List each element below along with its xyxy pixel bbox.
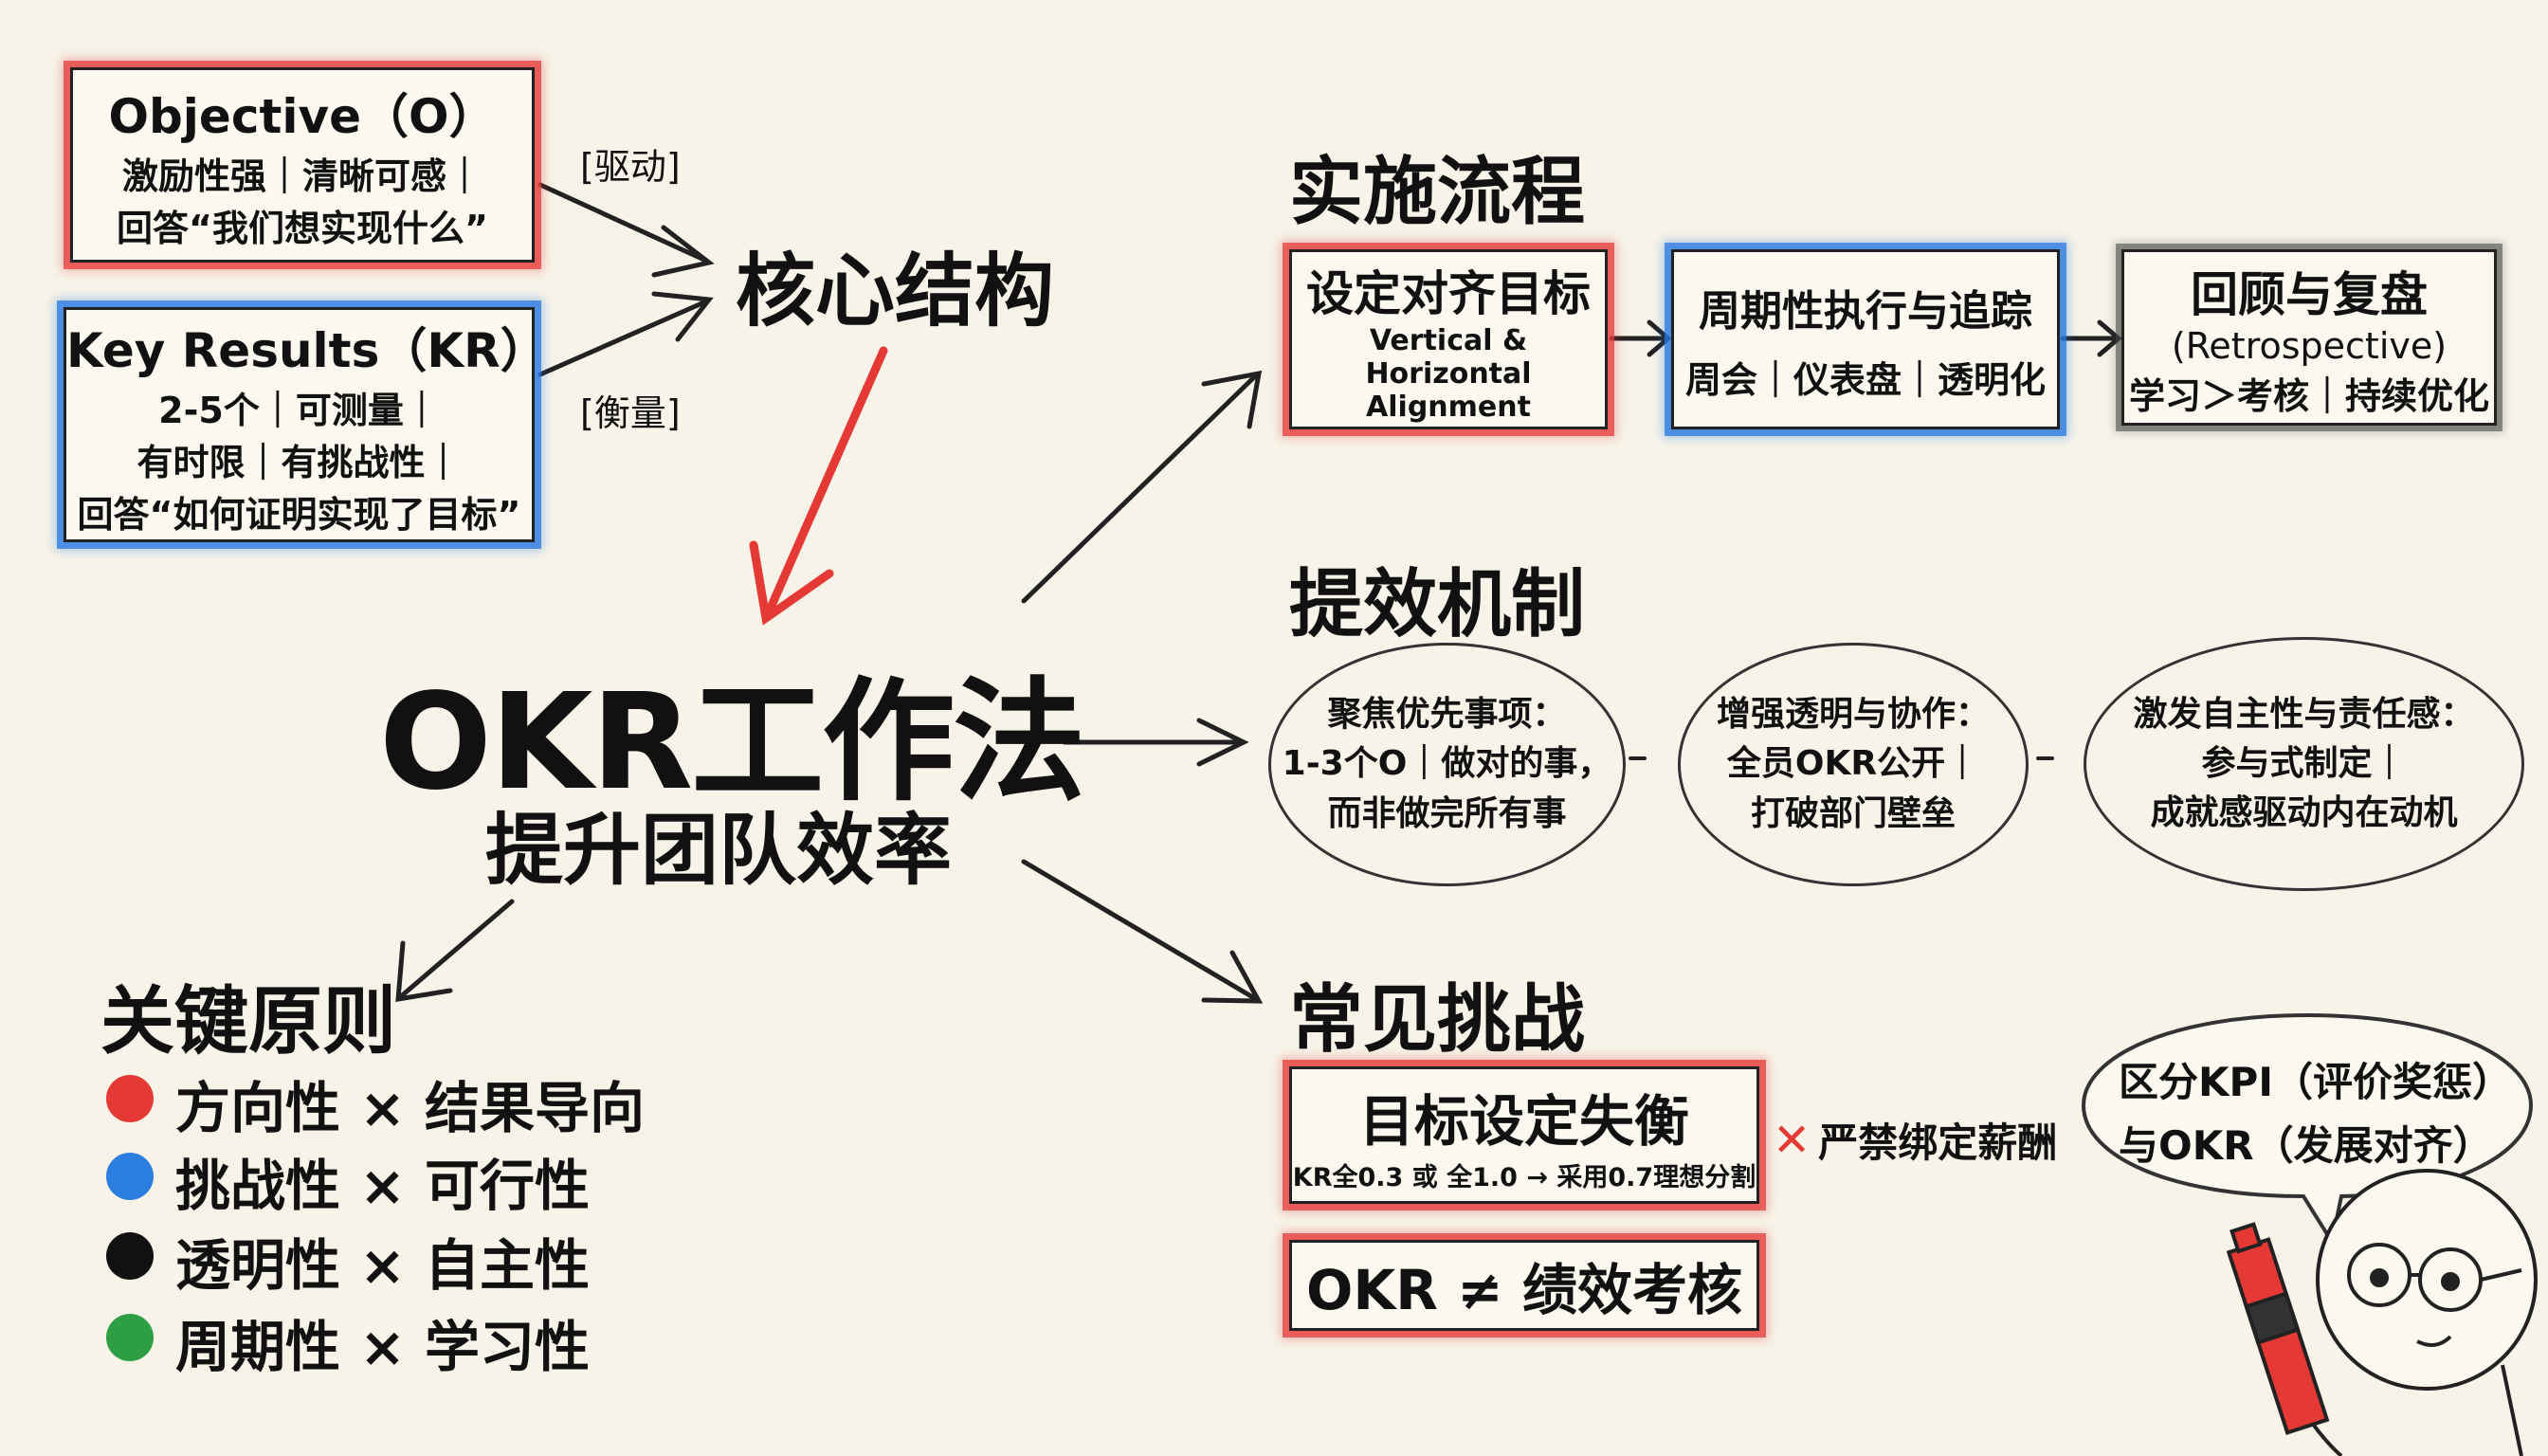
challenge-target-imbalance: 目标设定失衡 KR全0.3 或 全1.0 → 采用0.7理想分割 xyxy=(1289,1066,1759,1204)
challenge-sub: KR全0.3 或 全1.0 → 采用0.7理想分割 xyxy=(1292,1163,1756,1192)
mechanism-focus: 聚焦优先事项： 1-3个O｜做对的事， 而非做完所有事 xyxy=(1268,643,1626,886)
objective-line1: 激励性强｜清晰可感｜ xyxy=(121,155,482,197)
line: 打破部门壁垒 xyxy=(1750,793,1956,833)
step-sub: Vertical & Horizontal Alignment xyxy=(1365,323,1532,424)
objective-title: Objective（O） xyxy=(108,89,497,144)
line: 而非做完所有事 xyxy=(1327,793,1567,833)
bubble-line: 区分KPI（评价奖惩） xyxy=(2119,1059,2512,1105)
green-dot-icon xyxy=(106,1314,154,1361)
process-step-2: 周期性执行与追踪 周会｜仪表盘｜透明化 xyxy=(1671,249,2060,429)
main-title: OKR工作法 xyxy=(379,665,1085,820)
objective-box: Objective（O） 激励性强｜清晰可感｜ 回答“我们想实现什么” xyxy=(70,67,535,263)
salary-warning: ✕ 严禁绑定薪酬 xyxy=(1773,1111,2057,1169)
principle-item: 周期性 × 学习性 xyxy=(175,1315,590,1379)
kr-line2: 有时限｜有挑战性｜ xyxy=(136,441,462,483)
process-heading: 实施流程 xyxy=(1289,150,1586,235)
red-arrow xyxy=(749,346,888,626)
arrow-drive xyxy=(537,182,709,264)
character-illustration xyxy=(2226,1169,2538,1456)
step-sub: 周会｜仪表盘｜透明化 xyxy=(1684,358,2046,401)
step-title: 设定对齐目标 xyxy=(1306,265,1591,321)
process-step-3: 回顾与复盘 (Retrospective) 学习＞考核｜持续优化 xyxy=(2121,249,2497,426)
blue-dot-icon xyxy=(106,1153,154,1200)
line: 增强透明与协作： xyxy=(1716,695,1990,735)
line: 成就感驱动内在动机 xyxy=(2150,793,2458,833)
mechanism-heading: 提效机制 xyxy=(1289,562,1586,647)
arrow-process xyxy=(1021,373,1259,604)
step-title: 周期性执行与追踪 xyxy=(1699,286,2032,336)
red-dot-icon xyxy=(106,1075,154,1122)
mechanism-autonomy: 激发自主性与责任感： 参与式制定｜ 成就感驱动内在动机 xyxy=(2084,637,2524,891)
principle-item: 透明性 × 自主性 xyxy=(175,1233,590,1298)
step-sub: 学习＞考核｜持续优化 xyxy=(2128,374,2489,417)
line: 全员OKR公开｜ xyxy=(1726,744,1980,784)
kr-line1: 2-5个｜可测量｜ xyxy=(158,389,440,431)
key-results-box: Key Results（KR） 2-5个｜可测量｜ 有时限｜有挑战性｜ 回答“如… xyxy=(64,307,548,542)
step-sub1: (Retrospective) xyxy=(2171,324,2448,367)
kr-line3: 回答“如何证明实现了目标” xyxy=(77,493,521,536)
drive-label: [驱动] xyxy=(580,146,681,188)
challenge-title: 目标设定失衡 xyxy=(1358,1089,1689,1154)
step-title: 回顾与复盘 xyxy=(2191,266,2428,322)
mechanism-transparency: 增强透明与协作： 全员OKR公开｜ 打破部门壁垒 xyxy=(1678,643,2029,886)
challenge-title: OKR ≠ 绩效考核 xyxy=(1306,1258,1742,1322)
measure-label: [衡量] xyxy=(580,392,681,434)
speech-bubble-text: 区分KPI（评价奖惩） 与OKR（发展对齐） xyxy=(2119,1050,2512,1177)
core-structure-heading: 核心结构 xyxy=(736,245,1055,337)
challenge-not-performance: OKR ≠ 绩效考核 xyxy=(1289,1240,1759,1331)
x-icon: ✕ xyxy=(1773,1113,1811,1167)
principle-item: 方向性 × 结果导向 xyxy=(175,1076,645,1140)
line: 聚焦优先事项： xyxy=(1327,695,1567,735)
principle-item: 挑战性 × 可行性 xyxy=(175,1154,590,1218)
line: 激发自主性与责任感： xyxy=(2133,694,2475,734)
arrow-challenges xyxy=(1021,859,1259,1002)
objective-line2: 回答“我们想实现什么” xyxy=(117,208,488,249)
line: 参与式制定｜ xyxy=(2201,743,2407,783)
warning-text: 严禁绑定薪酬 xyxy=(1818,1119,2058,1166)
line: 1-3个O｜做对的事， xyxy=(1282,744,1612,784)
arrow-principles xyxy=(397,899,515,1000)
main-subtitle: 提升团队效率 xyxy=(485,806,953,896)
black-dot-icon xyxy=(106,1232,154,1280)
process-step-1: 设定对齐目标 Vertical & Horizontal Alignment xyxy=(1289,249,1608,429)
principles-heading: 关键原则 xyxy=(100,979,397,1065)
arrow-measure xyxy=(537,299,709,377)
bubble-line: 与OKR（发展对齐） xyxy=(2119,1122,2493,1170)
kr-title: Key Results（KR） xyxy=(66,322,548,378)
challenges-heading: 常见挑战 xyxy=(1289,977,1586,1063)
